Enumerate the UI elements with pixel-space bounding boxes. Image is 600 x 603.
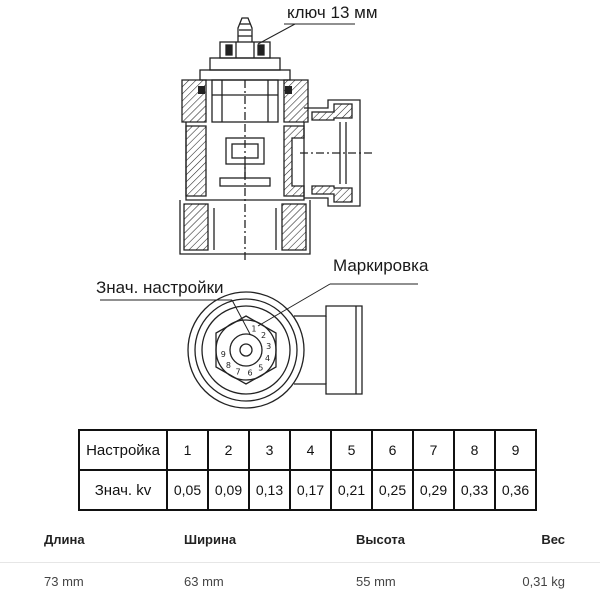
kv-cell: 0,29	[412, 469, 455, 511]
spec-value-height: 55 mm	[356, 574, 396, 589]
specs-value-row: 73 mm 63 mm 55 mm 0,31 kg	[0, 562, 600, 603]
setting-cell: 4	[289, 429, 332, 471]
spec-value-weight: 0,31 kg	[522, 574, 565, 589]
dial-digit: 3	[266, 342, 271, 351]
valve-section-view	[179, 17, 372, 262]
setting-cell: 8	[453, 429, 496, 471]
setting-dial	[215, 319, 277, 381]
setting-cell: 2	[207, 429, 250, 471]
setting-value-callout: Знач. настройки	[96, 278, 224, 297]
spec-header-length: Длина	[44, 532, 85, 547]
dial-digit: 7	[236, 368, 241, 377]
spec-header-width: Ширина	[184, 532, 237, 547]
specs-header-row: Длина Ширина Высота Вес	[0, 520, 600, 560]
setting-cell: 3	[248, 429, 291, 471]
marking-callout: Маркировка	[333, 256, 429, 275]
kv-cell: 0,25	[371, 469, 414, 511]
setting-cell: 6	[371, 429, 414, 471]
kv-row-header: Знач. kv	[78, 469, 168, 511]
settings-row-header: Настройка	[78, 429, 168, 471]
key-size-callout: ключ 13 мм	[287, 3, 378, 22]
valve-stem	[237, 17, 253, 42]
settings-table: Настройка 1 2 3 4 5 6 7 8 9 Знач. kv 0,0…	[78, 429, 537, 511]
setting-cell: 1	[166, 429, 209, 471]
dial-digit: 2	[261, 331, 266, 340]
kv-row: Знач. kv 0,05 0,09 0,13 0,17 0,21 0,25 0…	[78, 469, 537, 511]
spec-value-length: 73 mm	[44, 574, 84, 589]
spec-value-width: 63 mm	[184, 574, 224, 589]
setting-cell: 7	[412, 429, 455, 471]
setting-leader-line	[231, 299, 251, 335]
key-leader-line	[257, 23, 296, 45]
settings-row: Настройка 1 2 3 4 5 6 7 8 9	[78, 429, 537, 471]
kv-cell: 0,21	[330, 469, 373, 511]
setting-cell: 9	[494, 429, 537, 471]
dial-digit: 6	[247, 369, 252, 378]
dial-digit: 1	[251, 324, 256, 333]
kv-cell: 0,09	[207, 469, 250, 511]
top-hex	[215, 315, 277, 385]
spec-header-height: Высота	[356, 532, 405, 547]
marking-leader-line	[257, 283, 331, 327]
kv-cell: 0,36	[494, 469, 537, 511]
setting-cell: 5	[330, 429, 373, 471]
spec-header-weight: Вес	[541, 532, 565, 547]
kv-cell: 0,13	[248, 469, 291, 511]
dial-digit: 8	[226, 361, 231, 370]
kv-cell: 0,17	[289, 469, 332, 511]
outer-body-circle	[187, 291, 305, 409]
dial-digit: 5	[258, 364, 263, 373]
kv-cell: 0,33	[453, 469, 496, 511]
kv-cell: 0,05	[166, 469, 209, 511]
valve-top-view	[100, 283, 418, 409]
dial-digit: 4	[265, 354, 270, 363]
dial-digit: 9	[221, 350, 226, 359]
